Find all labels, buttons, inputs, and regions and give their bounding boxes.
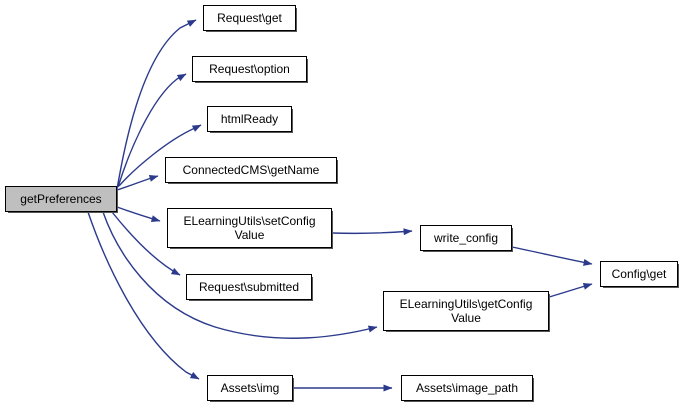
graph-node-connectedcms_getname[interactable]: ConnectedCMS\getName [165,157,337,183]
graph-node-label: htmlReady [220,112,279,126]
edge-getPreferences-to-getconfigvalue [102,211,378,339]
graph-node-label: Request\option [209,62,290,76]
graph-node-label: Assets\img [220,381,280,395]
edge-setconfigvalue-to-write-config [331,228,413,236]
graph-node-label: Config\get [611,267,667,281]
graph-node-request_get[interactable]: Request\get [203,5,296,31]
edge-getPreferences-to-setconfigvalue [116,206,161,223]
graph-node-label: write_config [433,231,499,245]
graph-node-config_get[interactable]: Config\get [600,261,678,287]
graph-node-elearningutils_setconfigvalue[interactable]: ELearningUtils\setConfig Value [167,208,332,248]
graph-node-label: ELearningUtils\setConfig Value [183,214,316,242]
edge-getPreferences-to-htmlReady [118,124,202,187]
graph-node-write_config[interactable]: write_config [420,225,512,251]
edge-getconfigvalue-to-config-get [548,282,593,298]
edge-getPreferences-to-connectedcms [116,174,159,191]
graph-node-assets_img[interactable]: Assets\img [207,375,293,401]
graph-node-label: Assets\image_path [415,381,519,395]
graph-node-label: Request\submitted [198,280,300,294]
graph-node-request_option[interactable]: Request\option [192,56,307,82]
graph-node-label: ELearningUtils\getConfig Value [399,297,533,325]
graph-node-label: Request\get [217,11,282,25]
graph-node-assets_image_path[interactable]: Assets\image_path [401,375,533,401]
graph-node-elearningutils_getconfigvalue[interactable]: ELearningUtils\getConfig Value [383,291,549,331]
graph-node-label: getPreferences [20,192,102,206]
edge-getPreferences-to-request-get [116,19,197,190]
graph-node-htmlReady[interactable]: htmlReady [207,106,292,132]
edge-getPreferences-to-request-option [117,73,187,188]
graph-node-request_submitted[interactable]: Request\submitted [186,274,312,300]
graph-edges [87,19,593,392]
edge-write-config-to-config-get [511,246,593,266]
edge-getPreferences-to-submitted [111,211,181,276]
graph-node-label: ConnectedCMS\getName [182,163,320,177]
edge-getPreferences-to-assets-img [87,211,200,380]
graph-node-getPreferences[interactable]: getPreferences [5,186,117,212]
